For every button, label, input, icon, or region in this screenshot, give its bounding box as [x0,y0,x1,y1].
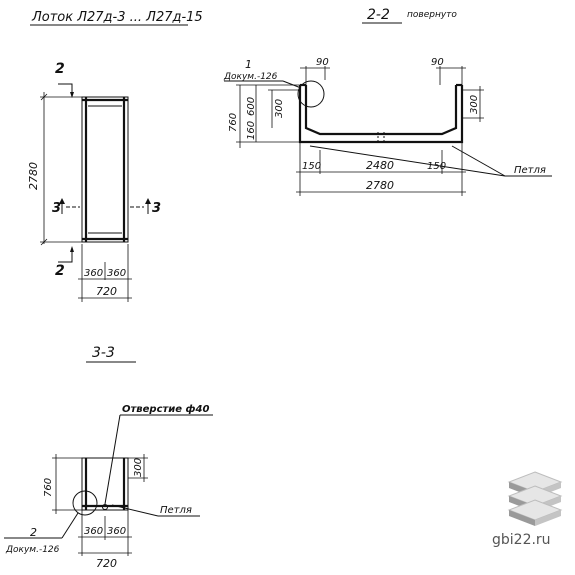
dim-360-b-plan: 360 [107,268,126,279]
section-22-note: повернуто [407,10,457,20]
plan-outline [81,96,129,243]
section-22-label: 2-2 [367,7,390,23]
dim-760-33: 760 [43,478,54,497]
petlya-33: Петля [160,505,192,516]
cut3-arrowhead-left [59,198,65,204]
dim-150-right-22: 150 [427,161,446,172]
dim-360-b-33: 360 [107,526,126,537]
dim-2780-plan: 2780 [27,162,40,190]
cut2-label-top: 2 [55,61,65,77]
trough-inner [304,85,458,136]
dim-300-left-22: 300 [274,99,285,118]
dim-360-a-33: 360 [84,526,103,537]
drawing-title: Лоток Л27д-3 ... Л27д-15 [31,10,203,25]
hole-40 [102,504,108,510]
dim-2480-22: 2480 [366,159,394,172]
section-2-2: 2-2 повернуто 1 Докум.-126 90 90 760 6 [223,7,552,196]
callout-1-leader [282,80,302,89]
plan-inner-outline [85,99,125,240]
dim-90-left: 90 [316,57,329,68]
plan-view: 2 2 3 3 2780 360 360 720 [27,61,161,302]
section-3-3: 3-3 Отверстие ф40 760 300 360 360 720 Пе… [4,345,213,570]
dim-2780-22: 2780 [366,179,394,192]
cut2-arrowhead-bottom [70,246,74,252]
cut3-label-right: 3 [152,201,161,216]
cut2-arrow-bottom [58,248,73,263]
callout-circle-2 [72,490,98,516]
callout-2-num: 2 [30,526,37,539]
dim-360-a-plan: 360 [84,268,103,279]
dim-150-left-22: 150 [302,161,321,172]
petlya-leader-1 [309,145,506,177]
trough-outer [298,85,464,144]
petlya-leader-2 [451,145,506,177]
cut3-label-left: 3 [52,201,61,216]
cut2-arrow-top [58,83,73,96]
callout-1-num: 1 [245,58,252,71]
watermark-text: gbi22.ru [492,532,551,548]
dim-300-33: 300 [133,458,144,477]
cut3-arrowhead-right [145,198,151,204]
callout-2-doc: Докум.-126 [5,545,60,555]
callout-circle-1 [297,80,325,108]
dim-760-22: 760 [228,113,239,132]
hole-label-leader [104,414,121,505]
stack-logo-icon [507,471,563,526]
dim-720-33: 720 [96,557,117,570]
petlya-33-leader [111,504,159,517]
dim-160-22: 160 [246,121,257,140]
cut2-label-bottom: 2 [55,263,65,279]
dim-2780-tick-top [40,93,48,101]
section-33-label: 3-3 [92,345,115,361]
dim-90-right: 90 [431,57,444,68]
dim-2780-tick-bottom [40,238,48,246]
dim-300-right-22: 300 [469,95,480,114]
callout-2-leader [61,512,79,539]
petlya-22: Петля [514,165,546,176]
callout-1-doc: Докум.-126 [223,72,278,82]
dim-720-plan: 720 [96,285,117,298]
hole-label-33: Отверстие ф40 [122,403,209,415]
cut2-arrowhead-top [70,92,74,98]
dim-600-22: 600 [246,97,257,116]
